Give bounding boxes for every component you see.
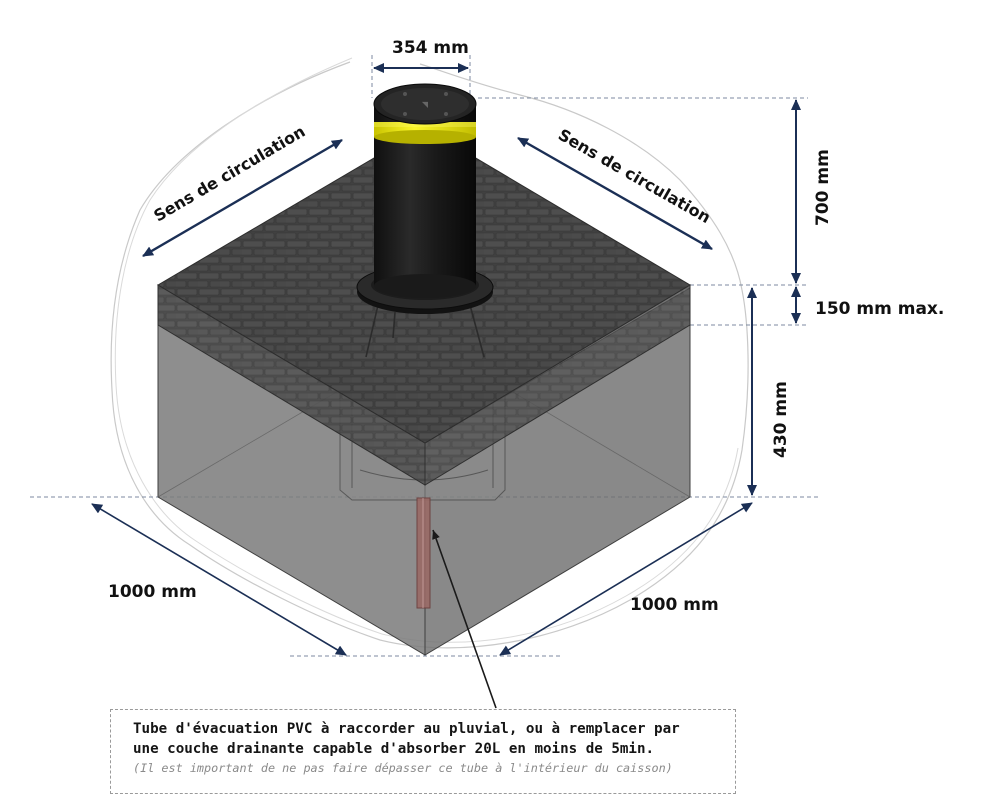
label-diameter: 354 mm <box>392 38 469 58</box>
traffic-arrow-right <box>517 136 713 251</box>
label-width-left: 1000 mm <box>108 582 197 602</box>
dim-arrow-width-left <box>91 503 347 656</box>
dim-arrow-width-right <box>499 502 753 656</box>
note-line-1: Tube d'évacuation PVC à raccorder au plu… <box>133 721 680 737</box>
note-line-3: (Il est important de ne pas faire dépass… <box>133 761 673 775</box>
label-traffic-right: Sens de circulation <box>555 125 714 227</box>
label-depth: 430 mm <box>771 381 791 458</box>
pipe-leader-line <box>432 529 497 709</box>
drain-note-box: Tube d'évacuation PVC à raccorder au plu… <box>110 709 736 794</box>
sleeve-legs <box>365 304 485 358</box>
retractable-bollard: ◥ <box>373 83 477 298</box>
svg-text:◥: ◥ <box>422 100 429 109</box>
label-width-right: 1000 mm <box>630 595 719 615</box>
traffic-arrow-left <box>142 138 343 258</box>
label-height-above: 700 mm <box>813 149 833 226</box>
note-line-2: une couche drainante capable d'absorber … <box>133 741 655 757</box>
label-paving-thickness: 150 mm max. <box>815 299 944 319</box>
